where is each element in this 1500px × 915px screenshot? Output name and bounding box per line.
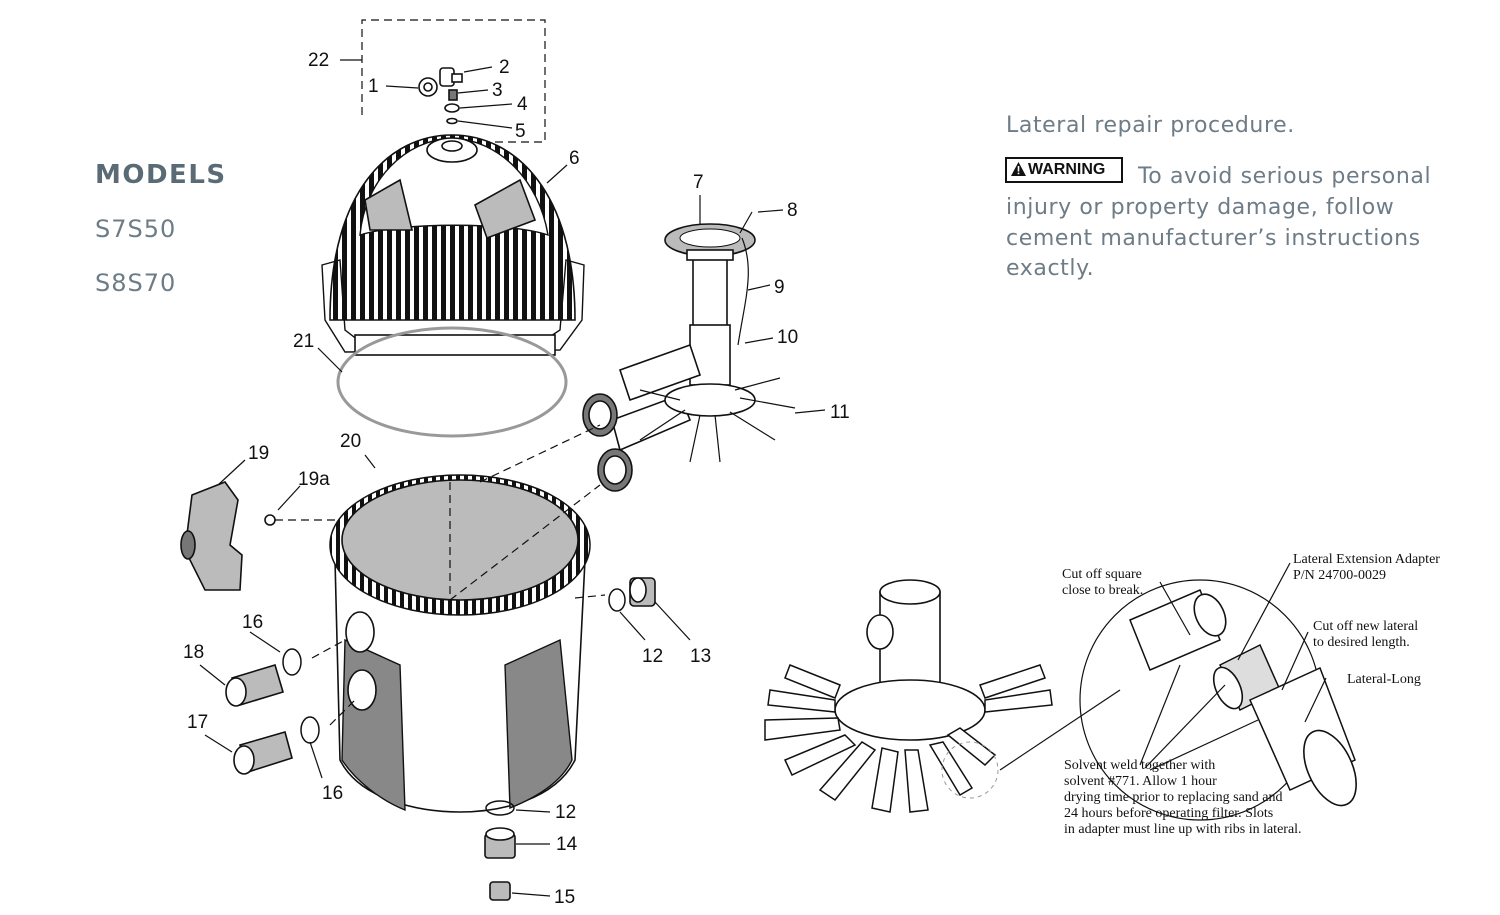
callout-1: 1 (368, 76, 379, 97)
warning-text-line-2: injury or property damage, follow (1006, 195, 1395, 220)
callout-15: 15 (554, 887, 575, 908)
callout-12-bottom: 12 (555, 802, 576, 823)
warning-label: WARNING (1028, 161, 1106, 178)
detail-magnified-lateral (999, 562, 1357, 821)
filter-dome (321, 134, 585, 356)
warning-triangle-icon (1011, 162, 1026, 176)
callout-5: 5 (515, 121, 526, 142)
filter-tank (275, 424, 606, 813)
warning-text-line-4: exactly. (1006, 256, 1095, 281)
callout-19a: 19a (298, 469, 330, 490)
detail-lateral-hub (764, 579, 1053, 813)
callout-7: 7 (693, 172, 704, 193)
valve-parts (385, 66, 513, 129)
callout-10: 10 (777, 327, 798, 348)
callout-12-right: 12 (642, 646, 663, 667)
dome-o-ring (336, 326, 568, 438)
callout-21: 21 (293, 331, 314, 352)
callout-11: 11 (830, 402, 850, 423)
detail-annotations: Cut off square close to break. Lateral E… (1062, 552, 1440, 837)
warning-badge: WARNING (1005, 157, 1123, 183)
repair-procedure-title: Lateral repair procedure. (1006, 113, 1295, 138)
model-item-s7s50: S7S50 (95, 215, 177, 243)
note-adapter-1: Lateral Extension Adapter (1293, 552, 1440, 567)
callout-6: 6 (569, 148, 580, 169)
callout-18: 18 (183, 642, 204, 663)
callout-14: 14 (556, 834, 578, 855)
callout-9: 9 (774, 277, 785, 298)
callout-3: 3 (492, 80, 503, 101)
warning-text-line-1: To avoid serious personal (1138, 164, 1432, 189)
drain-fittings-right (608, 577, 691, 641)
note-cut-new-1: Cut off new lateral (1313, 619, 1418, 634)
pressure-gauge-bracket (180, 459, 301, 591)
models-heading: MODELS (95, 160, 227, 190)
callout-2: 2 (499, 57, 510, 78)
note-solvent-2: solvent #771. Allow 1 hour (1064, 774, 1217, 789)
note-cut-new-2: to desired length. (1313, 635, 1410, 650)
callout-16-lower: 16 (322, 783, 343, 804)
callout-labels: 22 1 2 3 4 5 6 7 8 9 10 11 21 20 19 19a … (183, 50, 850, 908)
callout-13: 13 (690, 646, 711, 667)
callout-20: 20 (340, 431, 361, 452)
note-solvent-5: in adapter must line up with ribs in lat… (1064, 822, 1302, 837)
note-adapter-2: P/N 24700-0029 (1293, 568, 1386, 583)
callout-16-upper: 16 (242, 612, 263, 633)
callout-4: 4 (517, 94, 528, 115)
callout-17: 17 (187, 712, 208, 733)
drain-fittings-bottom (484, 800, 551, 901)
warning-text-line-3: cement manufacturer’s instructions (1006, 226, 1421, 251)
callout-8: 8 (787, 200, 798, 221)
note-solvent-4: 24 hours before operating filter. Slots (1064, 806, 1273, 821)
callout-19: 19 (248, 443, 269, 464)
note-lateral-long: Lateral-Long (1347, 672, 1421, 687)
valve-assembly-box (340, 19, 546, 143)
model-item-s8s70: S8S70 (95, 269, 177, 297)
callout-22: 22 (308, 50, 329, 71)
lateral-assembly (582, 195, 826, 492)
note-cut-square-2: close to break. (1062, 583, 1143, 598)
bulkhead-fittings (199, 631, 323, 779)
note-solvent-1: Solvent weld together with (1064, 758, 1215, 773)
note-cut-square-1: Cut off square (1062, 567, 1142, 582)
note-solvent-3: drying time prior to replacing sand and (1064, 790, 1283, 805)
